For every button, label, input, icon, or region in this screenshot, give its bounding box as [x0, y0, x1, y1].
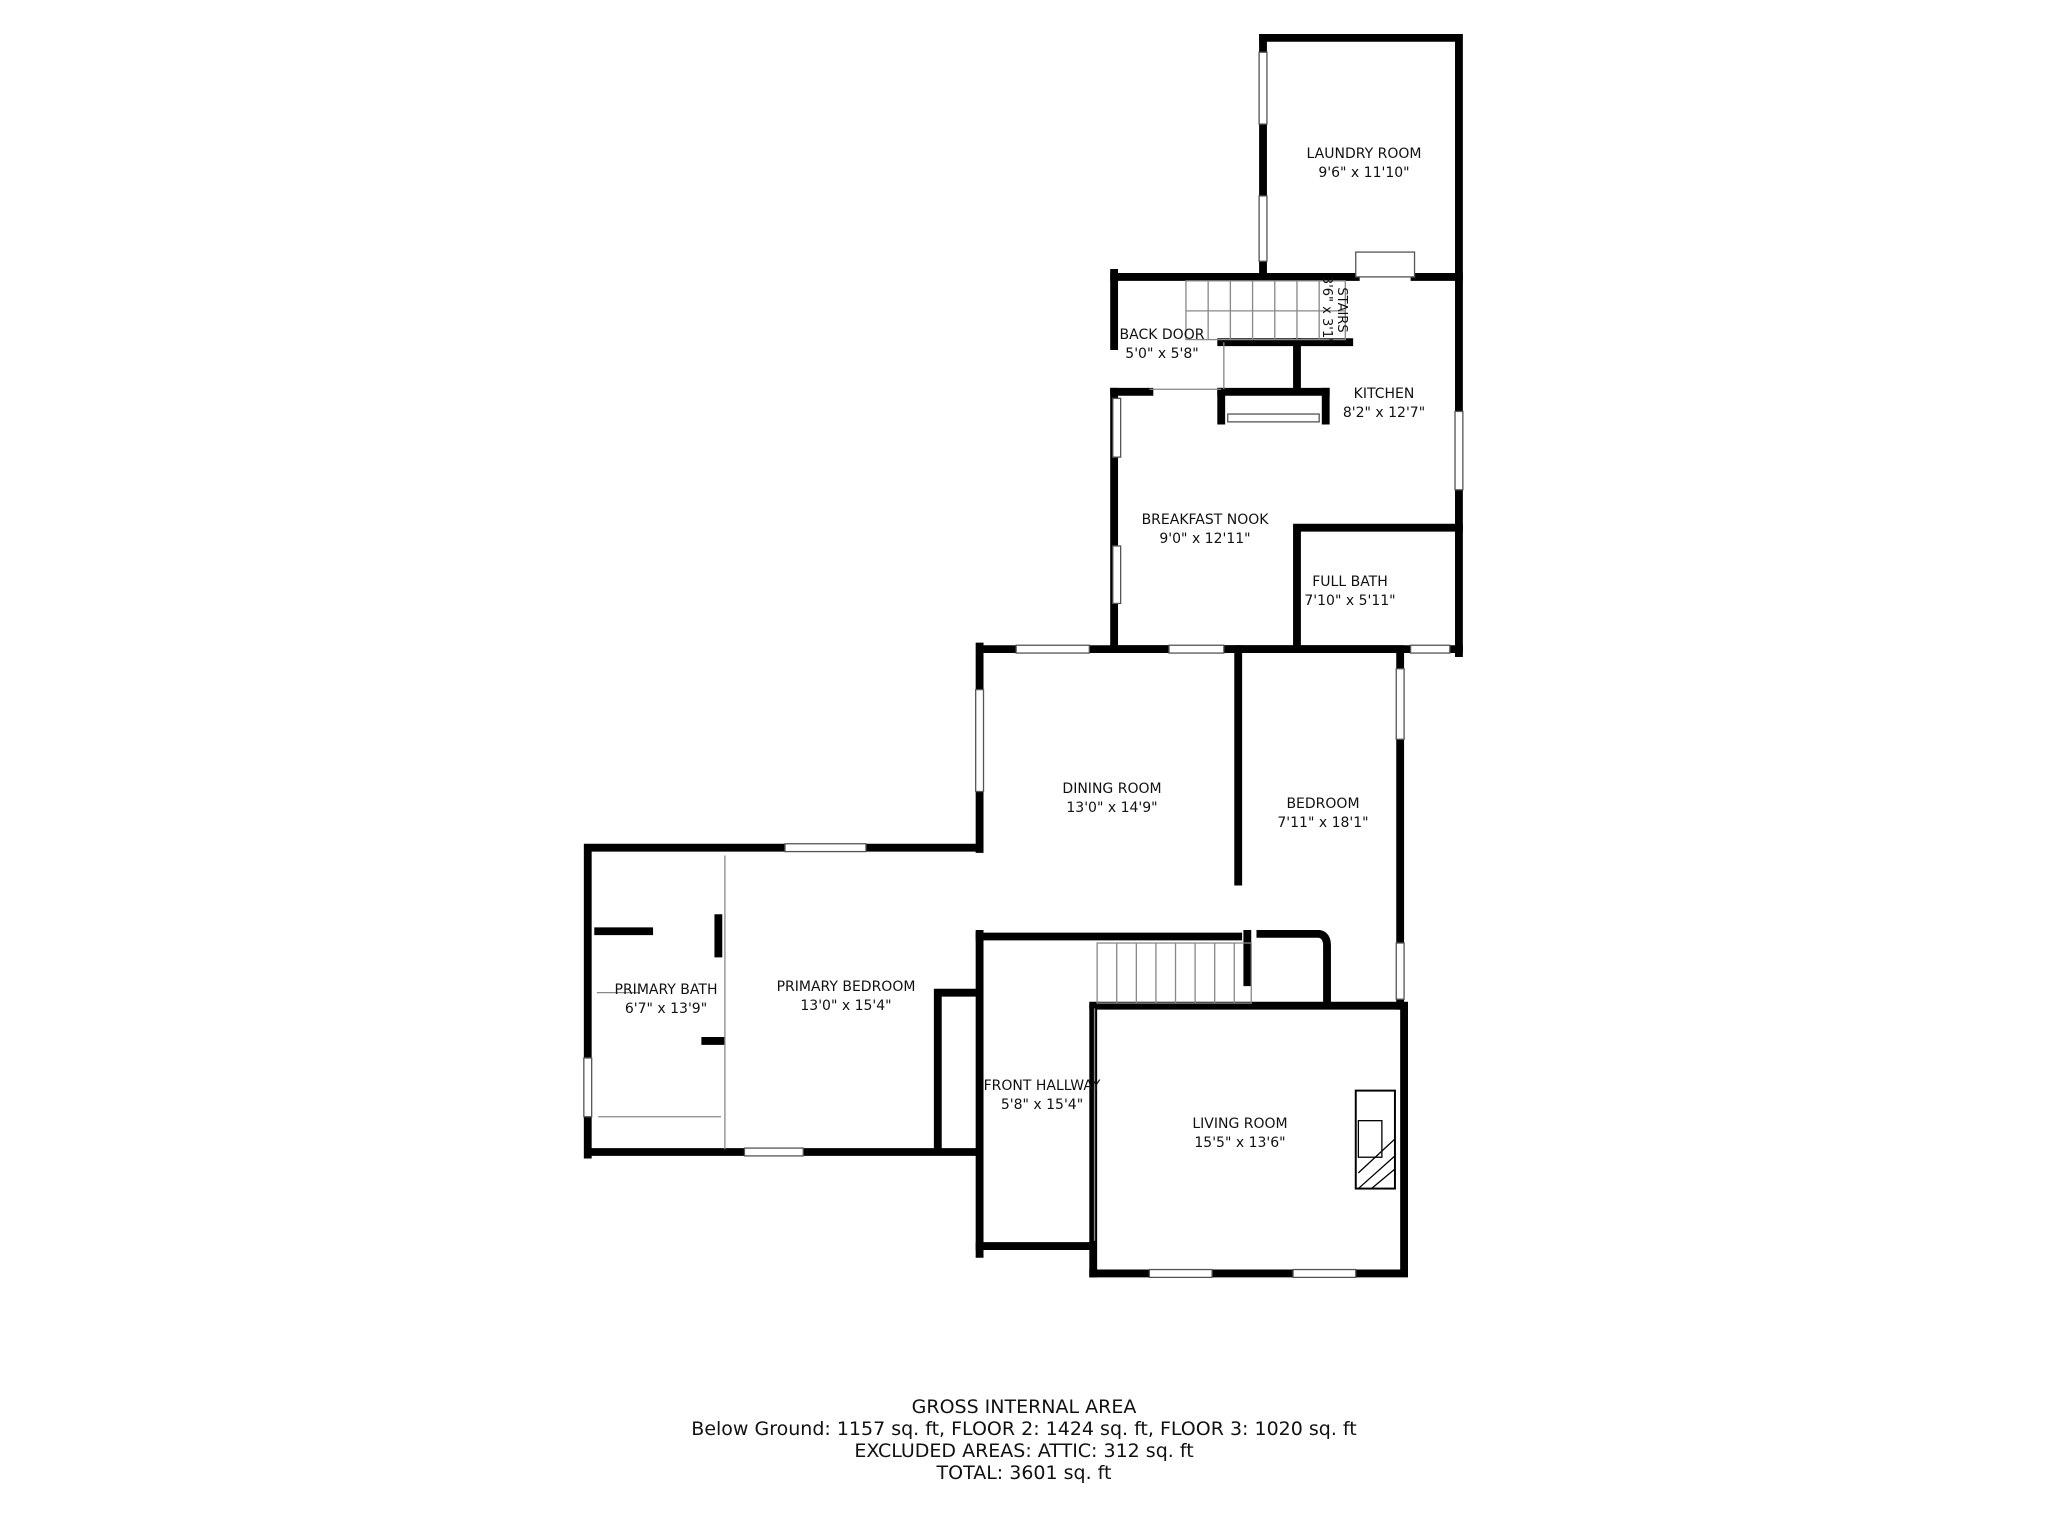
windows	[583, 51, 1464, 1279]
room-bedroom: BEDROOM 7'11" x 18'1"	[1277, 795, 1368, 833]
room-size: 9'0" x 12'11"	[1159, 531, 1251, 547]
room-name: STAIRS	[1334, 287, 1349, 333]
room-name: LIVING ROOM	[1192, 1116, 1288, 1132]
room-full-bath: FULL BATH 7'10" x 5'11"	[1304, 573, 1395, 611]
room-laundry: LAUNDRY ROOM 9'6" x 11'10"	[1307, 145, 1422, 183]
room-name: PRIMARY BEDROOM	[776, 979, 916, 995]
room-size: 9'6" x 11'10"	[1318, 165, 1410, 181]
area-excluded: EXCLUDED AREAS: ATTIC: 312 sq. ft	[854, 1440, 1194, 1462]
room-breakfast-nook: BREAKFAST NOOK 9'0" x 12'11"	[1142, 511, 1269, 549]
room-dining: DINING ROOM 13'0" x 14'9"	[1062, 780, 1161, 818]
stairs	[1096, 280, 1346, 1004]
area-title: GROSS INTERNAL AREA	[911, 1396, 1137, 1418]
area-floors: Below Ground: 1157 sq. ft, FLOOR 2: 1424…	[691, 1418, 1357, 1440]
room-size: 8'2" x 12'7"	[1342, 405, 1426, 421]
room-size: 7'11" x 18'1"	[1277, 815, 1369, 831]
room-size: 13'0" x 15'4"	[800, 998, 892, 1014]
room-name: LAUNDRY ROOM	[1306, 146, 1422, 162]
room-size: 7'10" x 5'11"	[1304, 593, 1396, 609]
room-back-door: BACK DOOR 5'0" x 5'8"	[1120, 326, 1205, 364]
room-size: 6'7" x 13'9"	[624, 1001, 708, 1017]
room-front-hallway: FRONT HALLWAY 5'8" x 15'4"	[984, 1077, 1101, 1115]
room-size: 5'0" x 5'8"	[1125, 346, 1199, 362]
room-primary-bath: PRIMARY BATH 6'7" x 13'9"	[615, 981, 718, 1019]
room-name: DINING ROOM	[1062, 781, 1162, 797]
room-name: KITCHEN	[1353, 386, 1415, 402]
room-size: 15'5" x 13'6"	[1194, 1135, 1286, 1151]
room-size: 13'0" x 14'9"	[1066, 800, 1158, 816]
room-primary-bedroom: PRIMARY BEDROOM 13'0" x 15'4"	[777, 978, 916, 1016]
room-name: FRONT HALLWAY	[983, 1078, 1101, 1094]
walls	[583, 33, 1463, 1278]
room-living: LIVING ROOM 15'5" x 13'6"	[1192, 1115, 1287, 1153]
room-name: FULL BATH	[1312, 574, 1388, 590]
fireplace-icon	[1354, 1089, 1396, 1190]
room-kitchen: KITCHEN 8'2" x 12'7"	[1343, 385, 1425, 423]
room-size: 3'6" x 3'1"	[1319, 275, 1334, 345]
room-name: BACK DOOR	[1119, 327, 1205, 343]
room-name: BREAKFAST NOOK	[1141, 512, 1269, 528]
area-total: TOTAL: 3601 sq. ft	[936, 1462, 1112, 1484]
room-size: 5'8" x 15'4"	[1000, 1097, 1084, 1113]
room-name: BEDROOM	[1286, 796, 1360, 812]
partitions	[596, 342, 1225, 1241]
area-summary: GROSS INTERNAL AREA Below Ground: 1157 s…	[0, 1396, 2048, 1484]
room-name: PRIMARY BATH	[614, 982, 718, 998]
